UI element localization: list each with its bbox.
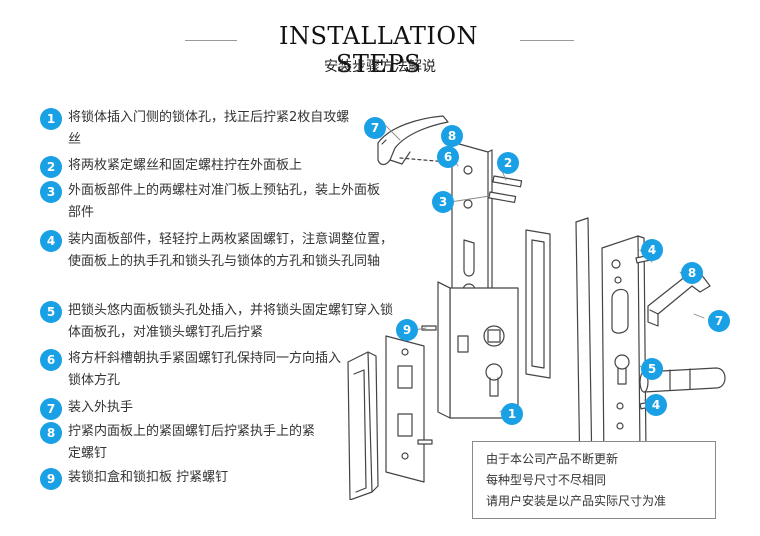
step-text: 将方杆斜槽朝执手紧固螺钉孔保持同一方向插入锁体方孔 (68, 351, 342, 388)
callout-badge: 3 (432, 191, 454, 213)
title-rule-left (185, 40, 237, 41)
step-text: 将锁体插入门侧的锁体孔，找正后拧紧2枚自攻螺丝 (68, 110, 350, 147)
callout-badge: 1 (501, 403, 523, 425)
step-text: 拧紧内面板上的紧固螺钉后拧紧执手上的紧定螺钉 (68, 424, 316, 461)
page-title: INSTALLATION STEPS (278, 22, 478, 78)
disclaimer-note: 由于本公司产品不断更新 每种型号尺寸不尽相同 请用户安装是以产品实际尺寸为准 (472, 441, 716, 519)
mortise-lock-body (437, 281, 519, 419)
step-text: 把锁头悠内面板锁头孔处插入，并将锁头固定螺钉穿入锁体面板孔，对准锁头螺钉孔后拧紧 (68, 303, 394, 340)
callout-badge: 2 (497, 152, 519, 174)
step-number-badge: 5 (40, 301, 62, 323)
step-number-badge: 7 (40, 398, 62, 420)
step-text: 装入外执手 (68, 400, 134, 415)
mounting-stud (492, 175, 523, 188)
callout-badge: 8 (441, 125, 463, 147)
note-line: 由于本公司产品不断更新 (486, 452, 619, 466)
strike-screw (421, 325, 437, 331)
step-text: 外面板部件上的两螺柱对准门板上预钻孔，装上外面板部件 (68, 183, 381, 220)
step-text: 装锁扣盒和锁扣板 拧紧螺钉 (68, 470, 229, 485)
title-bar: INSTALLATION STEPS (0, 22, 760, 78)
step-number-badge: 3 (40, 181, 62, 203)
step-number-badge: 6 (40, 349, 62, 371)
step-number-badge: 1 (40, 108, 62, 130)
step-number-badge: 2 (40, 156, 62, 178)
callout-badge: 4 (641, 239, 663, 261)
door-edge-plate (575, 217, 593, 479)
callout-badge: 7 (364, 117, 386, 139)
spindle-guide-line (399, 157, 449, 163)
step-text: 装内面板部件，轻轻拧上两枚紧固螺钉，注意调整位置，使面板上的执手孔和锁头孔与锁体… (68, 232, 394, 269)
inner-escutcheon-plate (601, 235, 647, 469)
strike-box (347, 351, 379, 500)
mounting-stud (488, 191, 517, 204)
lock-exploded-diagram (347, 115, 726, 500)
callout-badge: 7 (708, 310, 730, 332)
callout-badge: 9 (396, 319, 418, 341)
page-subtitle: 安装步骤方法解说 (324, 59, 436, 75)
title-rule-right (520, 40, 574, 41)
strike-plate (385, 335, 425, 483)
step-number-badge: 9 (40, 468, 62, 490)
note-line: 每种型号尺寸不尽相同 (486, 473, 607, 487)
callout-badge: 8 (681, 262, 703, 284)
callout-badge: 6 (437, 146, 459, 168)
callout-badge: 5 (641, 358, 663, 380)
step-text: 将两枚紧定螺丝和固定螺柱拧在外面板上 (68, 158, 303, 173)
door-pocket (525, 229, 551, 379)
inner-lever-handle (647, 272, 711, 327)
strike-screw (417, 439, 433, 445)
step-number-badge: 8 (40, 422, 62, 444)
step-number-badge: 4 (40, 230, 62, 252)
note-line: 请用户安装是以产品实际尺寸为准 (486, 494, 667, 508)
outer-lever-handle (377, 115, 449, 166)
callout-badge: 4 (645, 394, 667, 416)
